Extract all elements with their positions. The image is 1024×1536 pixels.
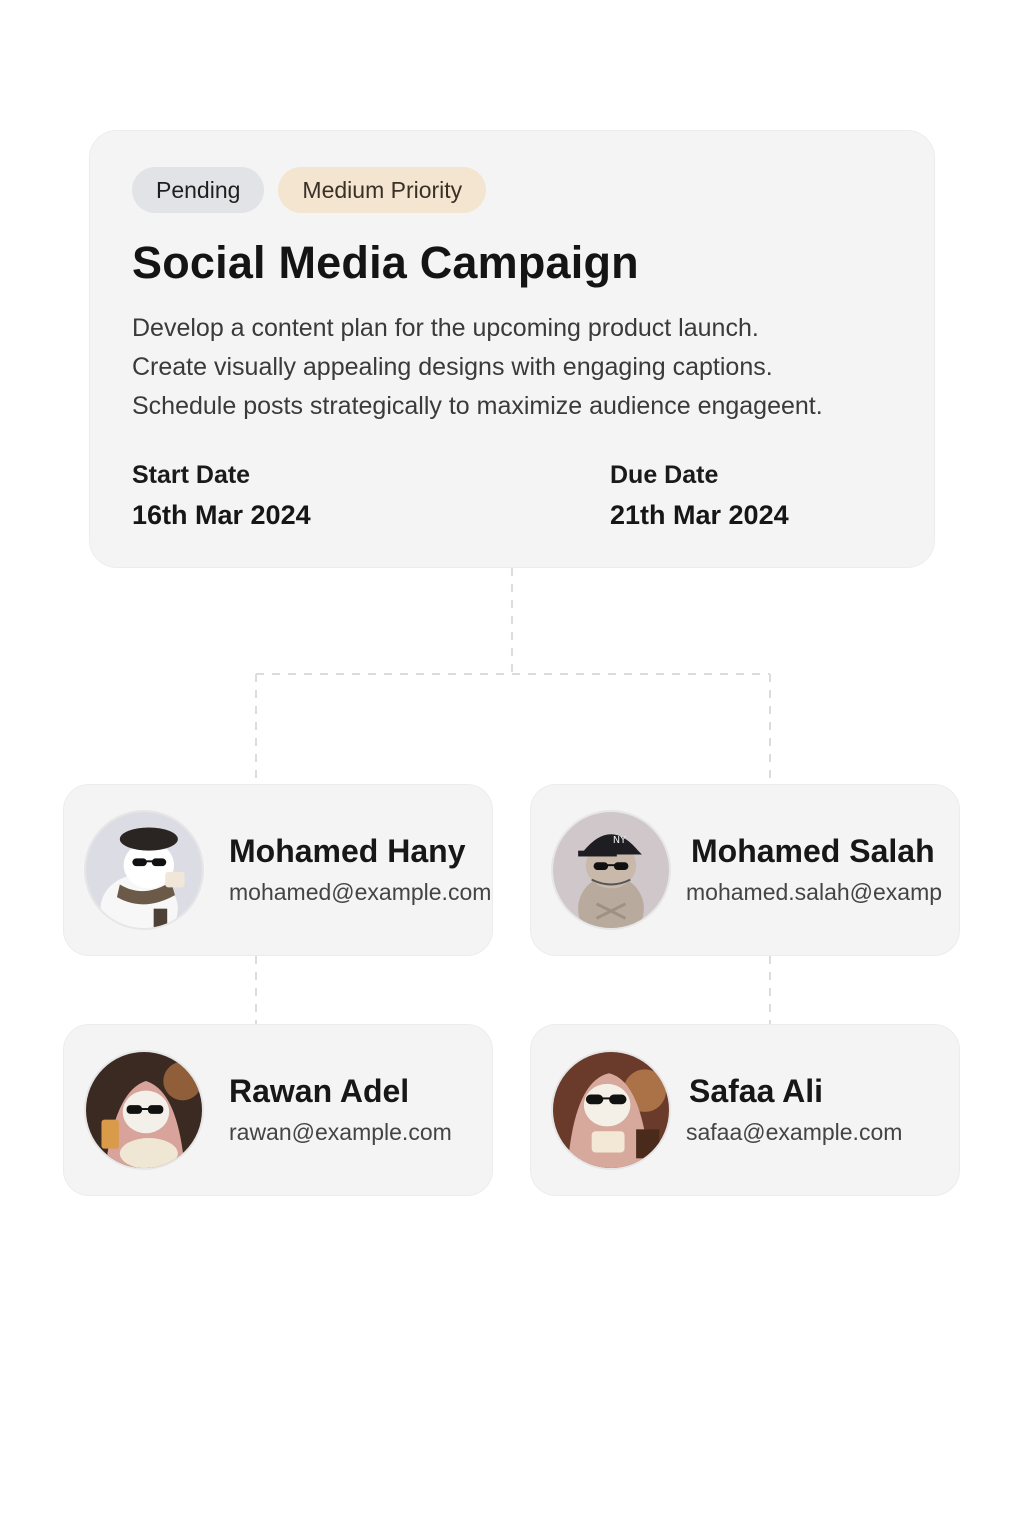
priority-badge: Medium Priority xyxy=(278,167,487,213)
task-description-line: Create visually appealing designs with e… xyxy=(132,353,773,381)
member-email[interactable]: mohamed@example.com xyxy=(229,879,492,905)
badge-row: Pending Medium Priority xyxy=(132,167,892,213)
task-card[interactable]: Pending Medium Priority Social Media Cam… xyxy=(89,130,935,568)
member-email[interactable]: safaa@example.com xyxy=(686,1119,903,1145)
start-date-value: 16th Mar 2024 xyxy=(132,500,311,530)
status-badge: Pending xyxy=(132,167,265,213)
cat-scarf-coffee-avatar-icon xyxy=(551,1050,671,1170)
member-card-mohamed-hany[interactable]: Mohamed Hany mohamed@example.com xyxy=(63,784,493,956)
member-name: Safaa Ali xyxy=(689,1073,823,1109)
member-email[interactable]: mohamed.salah@examp xyxy=(686,879,943,905)
due-date-value: 21th Mar 2024 xyxy=(610,500,789,530)
cat-cap-avatar-icon: NY xyxy=(551,810,671,930)
member-card-mohamed-salah[interactable]: NY Mohamed Salah mohamed.salah@examp xyxy=(530,784,960,956)
cat-beret-avatar-icon xyxy=(84,810,204,930)
member-card-rawan-adel[interactable]: Rawan Adel rawan@example.com xyxy=(63,1024,493,1196)
due-date: Due Date 21th Mar 2024 xyxy=(610,458,789,532)
member-name: Mohamed Salah xyxy=(691,833,935,869)
task-description-line: Schedule posts strategically to maximize… xyxy=(132,392,823,420)
task-description-line: Develop a content plan for the upcoming … xyxy=(132,314,759,342)
member-name: Mohamed Hany xyxy=(229,833,466,869)
member-card-safaa-ali[interactable]: Safaa Ali safaa@example.com xyxy=(530,1024,960,1196)
task-title: Social Media Campaign xyxy=(132,237,639,288)
due-date-label: Due Date xyxy=(610,461,719,489)
member-email[interactable]: rawan@example.com xyxy=(229,1119,452,1145)
start-date-label: Start Date xyxy=(132,461,251,489)
member-name: Rawan Adel xyxy=(229,1073,410,1109)
task-description: Develop a content plan for the upcoming … xyxy=(132,309,892,426)
start-date: Start Date 16th Mar 2024 xyxy=(132,458,311,532)
cat-scarf-avatar-icon xyxy=(84,1050,204,1170)
task-dates: Start Date 16th Mar 2024 Due Date 21th M… xyxy=(132,458,892,548)
svg-text:NY: NY xyxy=(613,835,626,846)
